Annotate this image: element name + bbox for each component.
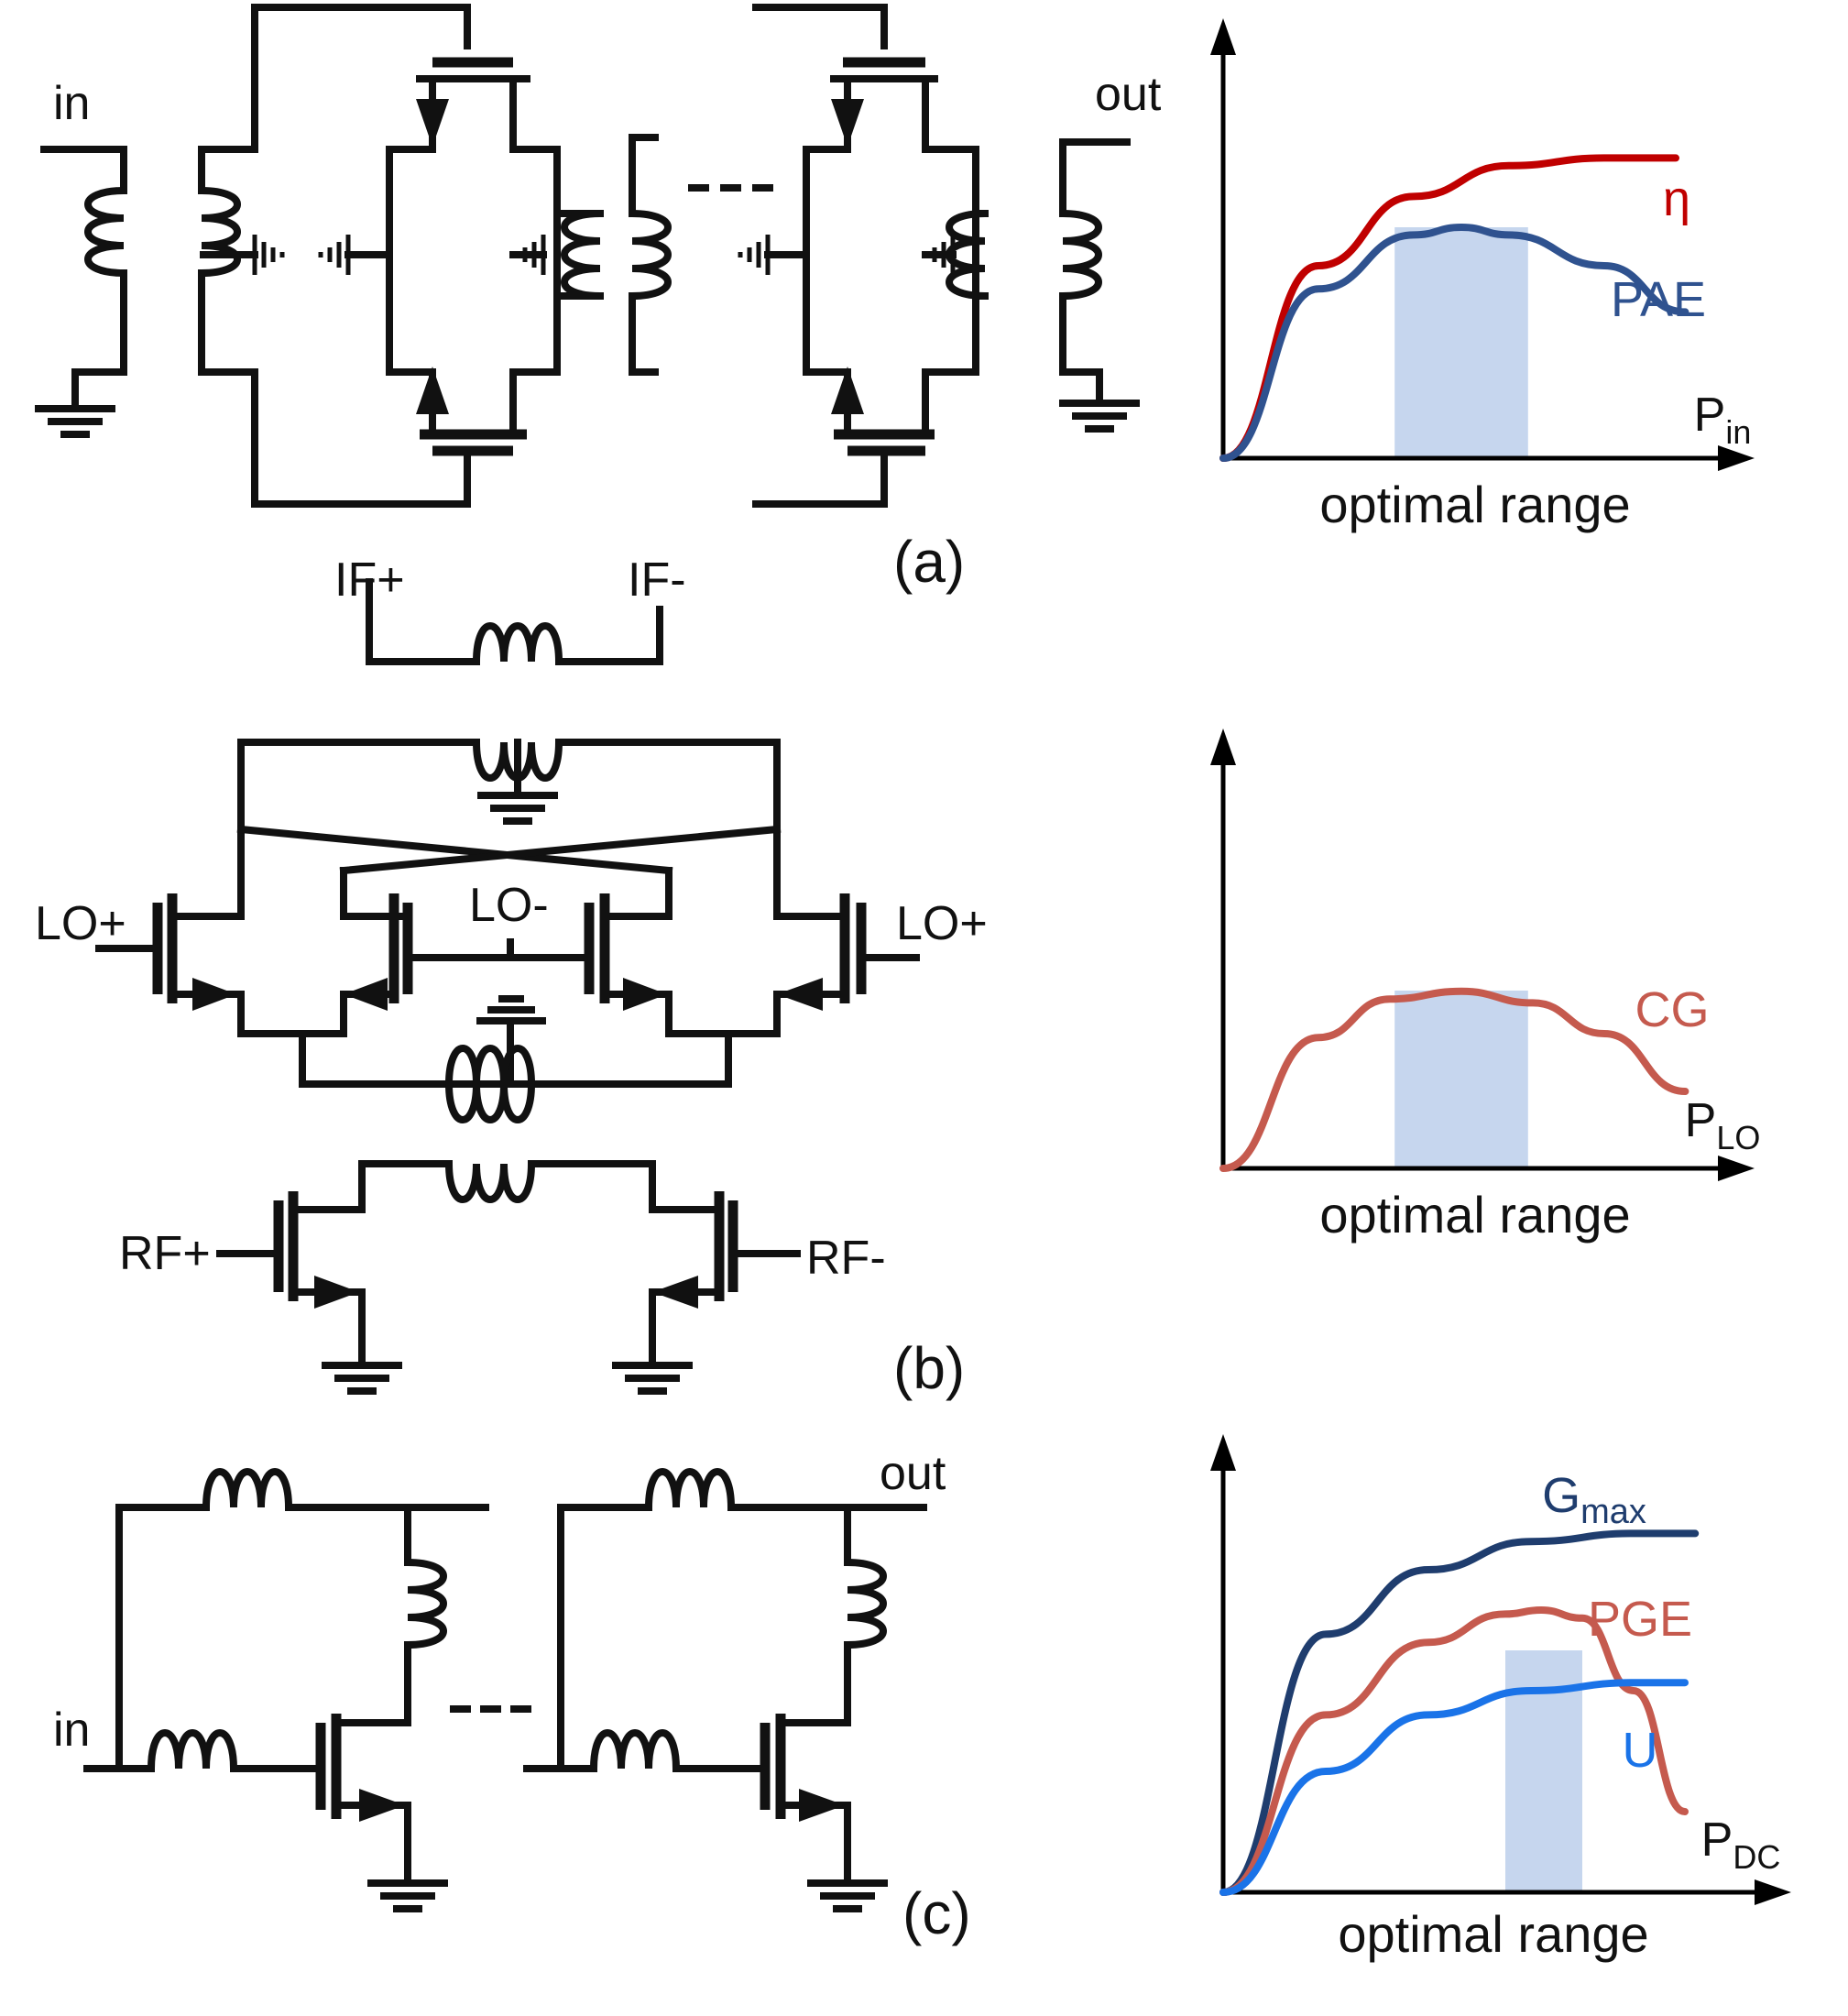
series-line-0: [1219, 154, 1679, 462]
x-axis-label-sub: LO: [1716, 1119, 1760, 1156]
panel-label-c: (c): [902, 1880, 971, 1946]
label-lo-plus-right: LO+: [896, 897, 988, 950]
y-axis-arrow: [1210, 1434, 1236, 1471]
label-rf-plus: RF+: [119, 1227, 211, 1280]
x-axis-label: Pin: [1694, 389, 1752, 451]
series-line-1: [1219, 1605, 1689, 1896]
x-axis-label-sub: in: [1725, 413, 1751, 451]
series-line-1: [1219, 223, 1689, 462]
optimal-range-band: [1394, 990, 1528, 1168]
label-if-plus: IF+: [334, 553, 405, 607]
x-axis-label: PLO: [1685, 1094, 1761, 1156]
series-label-2: U: [1623, 1723, 1658, 1778]
label-if-minus: IF-: [628, 553, 686, 607]
series-line-0: [1219, 1529, 1700, 1896]
series-label-1: PGE: [1588, 1592, 1692, 1647]
series-label-0: η: [1663, 171, 1690, 226]
x-axis-arrow: [1755, 1879, 1791, 1905]
schematic-a: in out (a): [38, 4, 1162, 595]
y-axis-arrow: [1210, 18, 1236, 55]
label-lo-minus: LO-: [469, 879, 549, 932]
panel-label-a: (a): [893, 529, 965, 595]
label-out-c: out: [880, 1447, 946, 1500]
y-axis-arrow: [1210, 729, 1236, 765]
label-rf-minus: RF-: [806, 1232, 886, 1285]
series-label-0: Gmax: [1542, 1468, 1646, 1531]
series-line-2: [1219, 1679, 1689, 1896]
x-axis-label-sub: DC: [1733, 1838, 1780, 1876]
chart-b: PLO optimal range CG: [1210, 729, 1760, 1244]
x-axis-arrow: [1718, 1156, 1755, 1181]
label-out-a: out: [1095, 68, 1162, 121]
series-label-sub: max: [1580, 1493, 1646, 1531]
x-axis-arrow: [1718, 445, 1755, 471]
optimal-range-label: optimal range: [1319, 1186, 1630, 1244]
series-line-0: [1219, 987, 1689, 1172]
x-axis-label: PDC: [1701, 1813, 1781, 1876]
series-label-1: PAE: [1611, 272, 1706, 327]
label-in-c: in: [53, 1704, 90, 1757]
label-lo-plus-left: LO+: [35, 897, 126, 950]
optimal-range-label: optimal range: [1319, 476, 1630, 533]
optimal-range-label: optimal range: [1338, 1905, 1648, 1963]
label-in-a: in: [53, 77, 90, 130]
panel-label-b: (b): [893, 1335, 965, 1401]
optimal-range-band: [1394, 227, 1528, 458]
schematic-c: in out (c): [53, 1447, 971, 1946]
series-label-0: CG: [1635, 982, 1710, 1037]
schematic-b: IF+ IF- LO+ LO- LO+ RF+ RF- (b): [35, 553, 988, 1401]
